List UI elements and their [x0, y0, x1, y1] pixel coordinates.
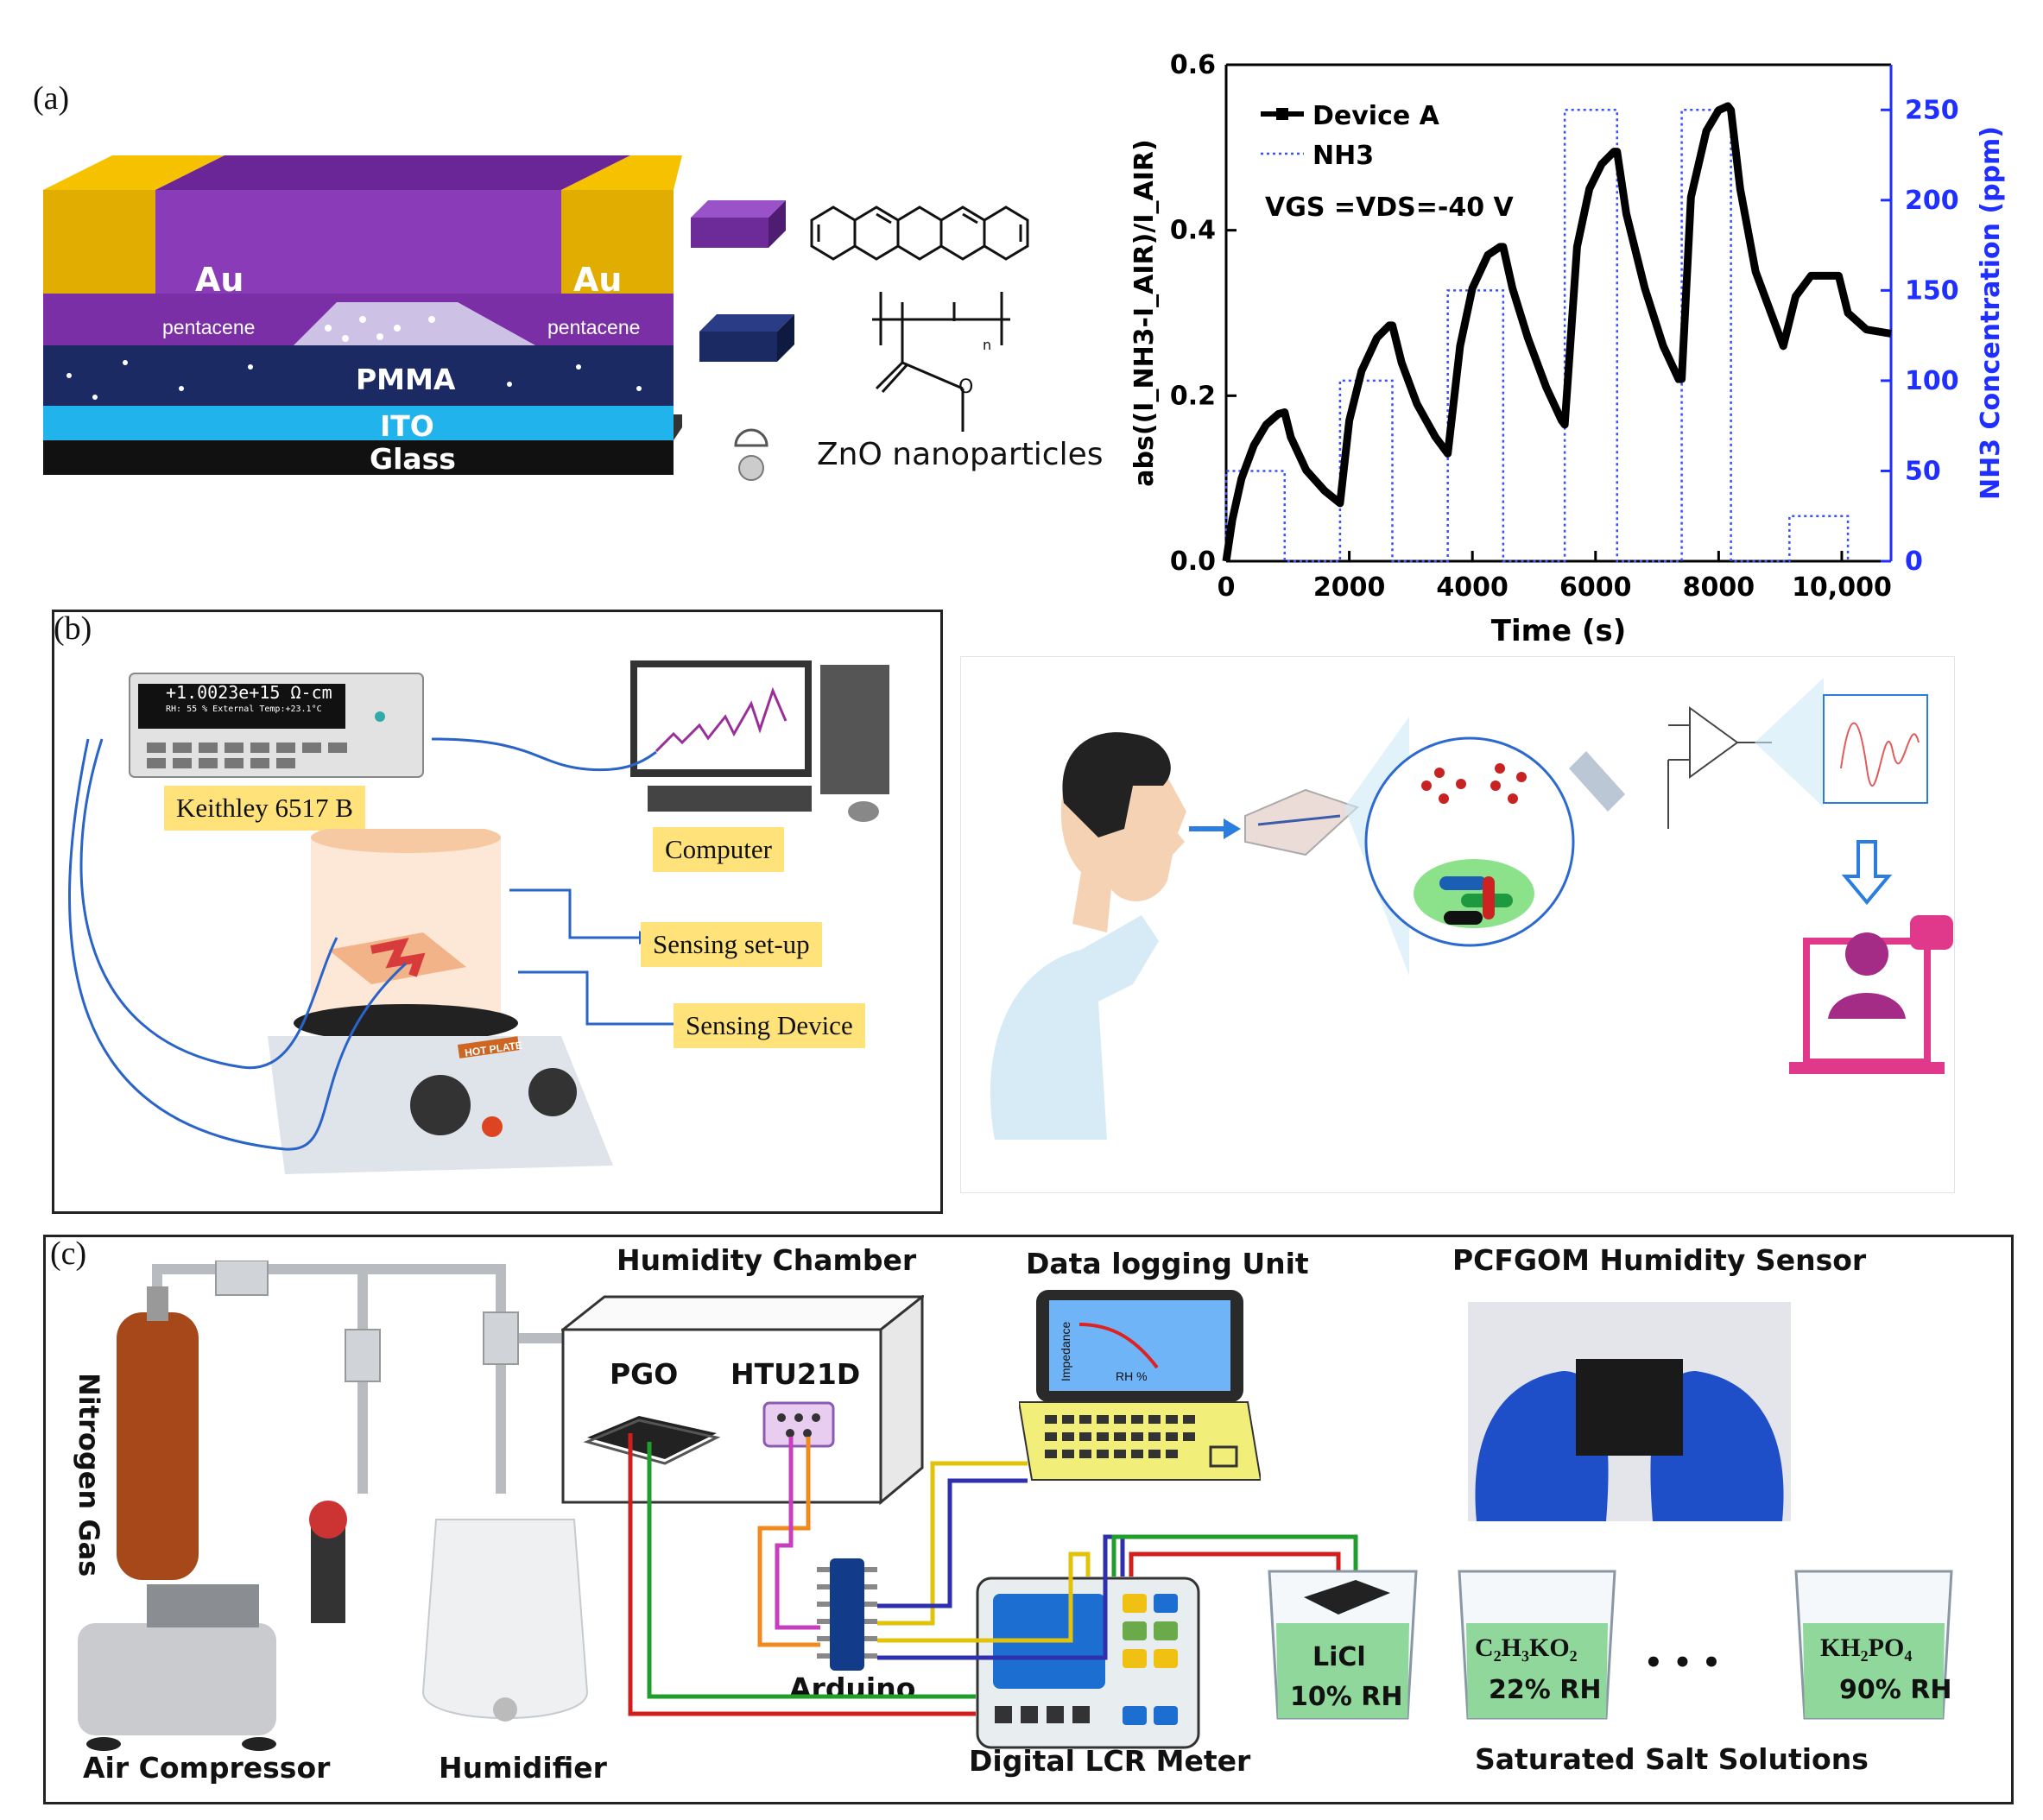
air-compressor-label: Air Compressor: [83, 1751, 331, 1785]
keithley-label: Keithley 6517 B: [164, 786, 365, 831]
x-axis-title: Time (s): [1491, 614, 1627, 648]
y-left-tick-label: 0.6: [1170, 50, 1216, 80]
sensing-setup-label: Sensing set-up: [641, 922, 822, 967]
x-tick-label: 8000: [1683, 572, 1755, 603]
x-tick-label: 2000: [1313, 572, 1386, 603]
beaker-kh2po4: [1794, 1570, 1953, 1720]
arduino-chip: [817, 1558, 877, 1671]
htu21d-label: HTU21D: [731, 1357, 861, 1391]
pentacene-left-label: pentacene: [162, 316, 256, 338]
x-tick-label: 0: [1218, 572, 1236, 603]
lcr-meter-illustration: [976, 1577, 1200, 1749]
panel-a-letter: (a): [33, 80, 70, 117]
legend-nh3-label: NH3: [1312, 141, 1374, 171]
y-right-tick-label: 200: [1905, 186, 1959, 216]
panel-c-frame: [43, 1235, 2014, 1804]
rh-axis-label: RH %: [1116, 1369, 1148, 1383]
y-right-tick-label: 150: [1905, 275, 1959, 306]
x-tick-label: 6000: [1559, 572, 1632, 603]
chart-annotation: VGS =VDS=-40 V: [1265, 193, 1515, 223]
salt-licl-rh: 10% RH: [1290, 1682, 1403, 1712]
svg-text:O: O: [958, 376, 973, 398]
pmma-label: PMMA: [356, 363, 456, 396]
hotplate-setup-illustration: [268, 829, 613, 1174]
salt-kh2po4-label: KH₂PO₄: [1820, 1634, 1913, 1662]
sensor-title: PCFGOM Humidity Sensor: [1452, 1243, 1867, 1277]
zno-legend-label: ZnO nanoparticles: [817, 437, 1104, 472]
y-right-axis-title: NH3 Concentration (ppm): [1976, 126, 2006, 500]
data-logging-title: Data logging Unit: [1026, 1247, 1309, 1280]
sensor-photo: [1468, 1302, 1791, 1521]
series-device-a-line: [1222, 102, 1892, 562]
y-left-tick-label: 0.0: [1170, 547, 1216, 577]
series-nh3-line: [1224, 109, 1850, 563]
pmma-legend-block: [699, 314, 794, 362]
lcr-meter-label: Digital LCR Meter: [969, 1744, 1251, 1778]
y-right-tick-label: 100: [1905, 366, 1959, 396]
y-right-tick-label: 0: [1905, 547, 1923, 577]
computer-label: Computer: [653, 827, 784, 872]
pentacene-legend-block: [691, 200, 786, 248]
salt-c2h3ko2-label: C₂H₃KO₂: [1475, 1634, 1578, 1662]
humidifier-label: Humidifier: [439, 1751, 607, 1785]
sensing-device-label: Sensing Device: [674, 1003, 865, 1048]
data-logging-laptop: [1019, 1290, 1261, 1481]
y-left-tick-label: 0.2: [1170, 381, 1216, 411]
au-right-label: Au: [573, 261, 623, 299]
panel-b-frame: [52, 610, 943, 1214]
molecular-structures: O n: [810, 205, 1029, 432]
y-left-axis-title: abs((I_NH3-I_AIR)/I_AIR): [1129, 139, 1160, 486]
gas-line-illustration: [78, 1261, 604, 1751]
legend-device-a-marker: [1276, 108, 1288, 120]
ofet-device-schematic: [43, 155, 682, 475]
y-right-tick-label: 50: [1905, 456, 1941, 486]
x-tick-label: 10,000: [1792, 572, 1892, 603]
breath-analysis-frame: [960, 656, 1955, 1193]
humidity-chamber-box: [561, 1295, 924, 1506]
arduino-label: Arduino: [789, 1671, 916, 1705]
pgo-label: PGO: [610, 1357, 679, 1391]
salt-kh2po4-rh: 90% RH: [1839, 1675, 1952, 1705]
beaker-licl: [1268, 1570, 1418, 1720]
meter-display-sub: RH: 55 % External Temp:+23.1°C: [166, 705, 322, 714]
keithley-meter-illustration: [129, 673, 424, 778]
repeat-unit-n: n: [983, 337, 991, 353]
panel-c-letter: (c): [50, 1235, 87, 1272]
y-left-tick-label: 0.4: [1170, 216, 1216, 246]
setup-connections: [67, 737, 687, 1151]
salt-licl-label: LiCl: [1312, 1642, 1366, 1672]
computer-illustration: [630, 660, 889, 822]
beaker-c2h3ko2: [1458, 1570, 1616, 1720]
legend-device-a-label: Device A: [1312, 101, 1440, 131]
au-left-label: Au: [195, 261, 244, 299]
panel-b-letter: (b): [54, 610, 92, 647]
glass-label: Glass: [370, 442, 456, 476]
y-right-tick-label: 250: [1905, 95, 1959, 125]
ellipsis: • • •: [1644, 1646, 1721, 1680]
zno-legend-icon: [734, 428, 768, 481]
humidity-chamber-title: Humidity Chamber: [617, 1243, 917, 1277]
salt-c2h3ko2-rh: 22% RH: [1489, 1675, 1602, 1705]
salt-solutions-label: Saturated Salt Solutions: [1475, 1742, 1869, 1776]
pentacene-right-label: pentacene: [547, 316, 641, 338]
x-tick-label: 4000: [1436, 572, 1509, 603]
meter-display-value: +1.0023e+15 Ω-cm: [166, 682, 332, 703]
nh3-response-chart: 0 2000 4000 6000 8000 10,000 0.0 0.2 0.4 0.6 0 50 10…: [1129, 50, 2006, 648]
ito-label: ITO: [380, 409, 434, 443]
breath-analysis-illustration: [990, 678, 1953, 1140]
